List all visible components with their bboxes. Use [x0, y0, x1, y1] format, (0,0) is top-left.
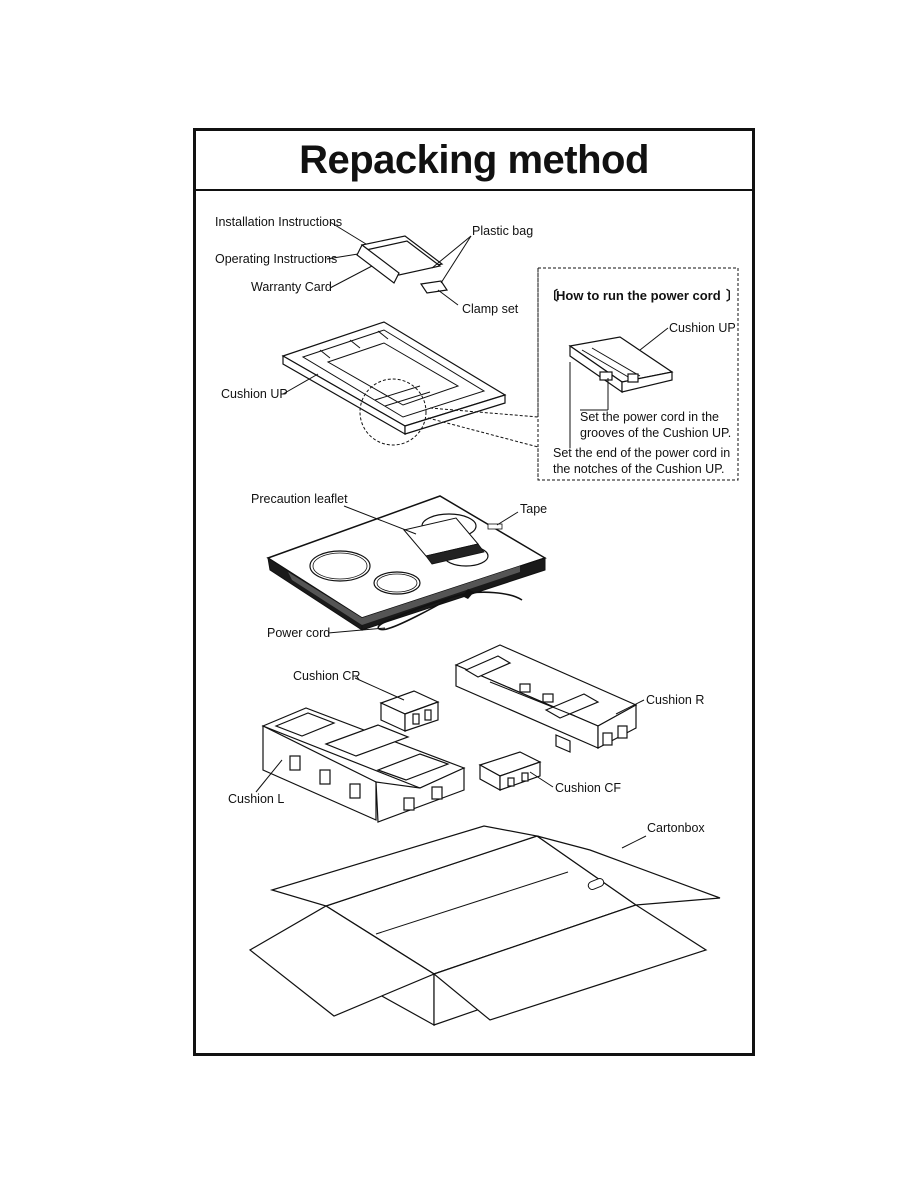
- label-grooves-line2: grooves of the Cushion UP.: [580, 426, 731, 440]
- label-cushion-cf: Cushion CF: [555, 781, 621, 795]
- inset-title: How to run the power cord: [556, 288, 721, 303]
- label-precaution-leaflet: Precaution leaflet: [251, 492, 348, 506]
- documents-group: [326, 221, 472, 306]
- diagram-frame: Repacking method: [193, 128, 755, 1056]
- label-cushion-up: Cushion UP: [221, 387, 288, 401]
- flap-front-right: [432, 904, 708, 1021]
- burner-small: [373, 571, 421, 595]
- cushion-up-side: [404, 394, 506, 435]
- cushion-cr: [379, 690, 440, 732]
- booklet-edge: [356, 244, 400, 284]
- cooktop: [266, 495, 547, 631]
- carton-handle-hole: [587, 878, 605, 890]
- label-cushion-r: Cushion R: [646, 693, 704, 707]
- page-title: Repacking method: [299, 138, 649, 182]
- inset-bracket-right: 〕: [726, 288, 739, 303]
- label-operating-instructions: Operating Instructions: [215, 252, 337, 266]
- tape: [487, 523, 503, 530]
- clamp-set-bag: [419, 280, 449, 294]
- label-cushion-cr: Cushion CR: [293, 669, 360, 683]
- label-installation-instructions: Installation Instructions: [215, 215, 342, 229]
- cushion-l: [261, 707, 466, 823]
- cartonbox: [248, 825, 721, 1027]
- label-notches-line1: Set the end of the power cord in: [553, 446, 730, 460]
- flap-front-left: [248, 905, 436, 1017]
- label-clamp-set: Clamp set: [462, 302, 519, 316]
- label-inset-cushion-up: Cushion UP: [669, 321, 736, 335]
- inset-cushion-detail: [568, 336, 674, 394]
- label-warranty-card: Warranty Card: [251, 280, 332, 294]
- label-notches-line2: the notches of the Cushion UP.: [553, 462, 724, 476]
- detail-callout-circle: [359, 378, 427, 446]
- title-bar: Repacking method: [196, 131, 752, 191]
- inset-bracket-left: 〔: [545, 288, 558, 303]
- cushion-up-tray: [281, 321, 507, 436]
- label-cartonbox: Cartonbox: [647, 821, 705, 835]
- label-cushion-l: Cushion L: [228, 792, 284, 806]
- power-cord: [377, 591, 523, 631]
- label-tape: Tape: [520, 502, 547, 516]
- label-grooves-line1: Set the power cord in the: [580, 410, 719, 424]
- cooktop-glass: [266, 495, 547, 619]
- power-cord-inset: [537, 267, 739, 481]
- cushion-cf: [478, 751, 542, 792]
- cushion-r: [454, 644, 638, 753]
- label-power-cord: Power cord: [267, 626, 330, 640]
- burner-large: [309, 550, 371, 582]
- label-plastic-bag: Plastic bag: [472, 224, 533, 238]
